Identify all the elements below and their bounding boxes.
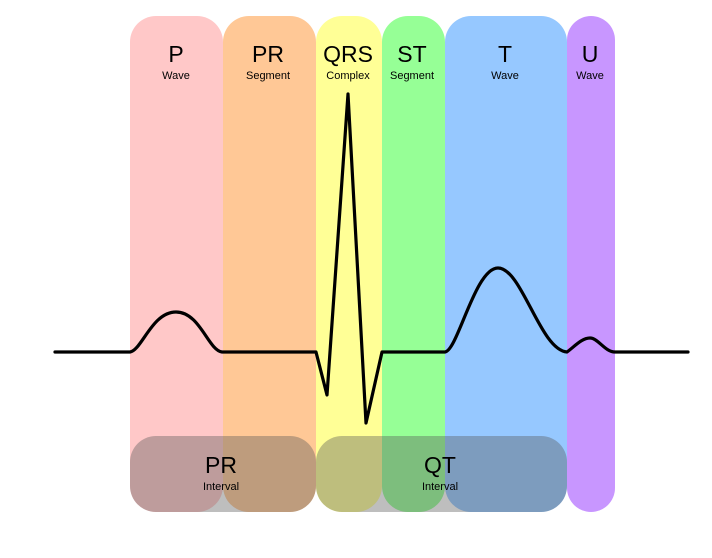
interval-sublabel-qt: Interval <box>422 481 458 493</box>
segment-band-t-wave <box>445 16 567 512</box>
segment-sublabel-u: Wave <box>576 70 604 82</box>
interval-bar-pr <box>130 436 316 512</box>
segment-label-pr: PR <box>252 41 284 67</box>
interval-bar-qt <box>316 436 567 512</box>
segment-sublabel-st: Segment <box>390 70 434 82</box>
interval-label-pr: PR <box>205 452 237 478</box>
segment-band-pr-segment <box>223 16 316 512</box>
segment-label-qrs: QRS <box>323 41 373 67</box>
interval-sublabel-pr: Interval <box>203 481 239 493</box>
ecg-trace <box>53 92 690 425</box>
segment-sublabel-p: Wave <box>162 70 190 82</box>
segment-band-st-segment <box>382 16 445 512</box>
segment-sublabel-t: Wave <box>491 70 519 82</box>
segment-sublabel-qrs: Complex <box>326 70 370 82</box>
segment-sublabel-pr: Segment <box>246 70 290 82</box>
segment-label-p: P <box>168 41 183 67</box>
interval-label-qt: QT <box>424 452 456 478</box>
segment-band-u-wave <box>567 16 615 512</box>
segment-band-p-wave <box>130 16 223 512</box>
segment-label-st: ST <box>397 41 426 67</box>
segment-label-t: T <box>498 41 512 67</box>
segment-label-u: U <box>582 41 599 67</box>
